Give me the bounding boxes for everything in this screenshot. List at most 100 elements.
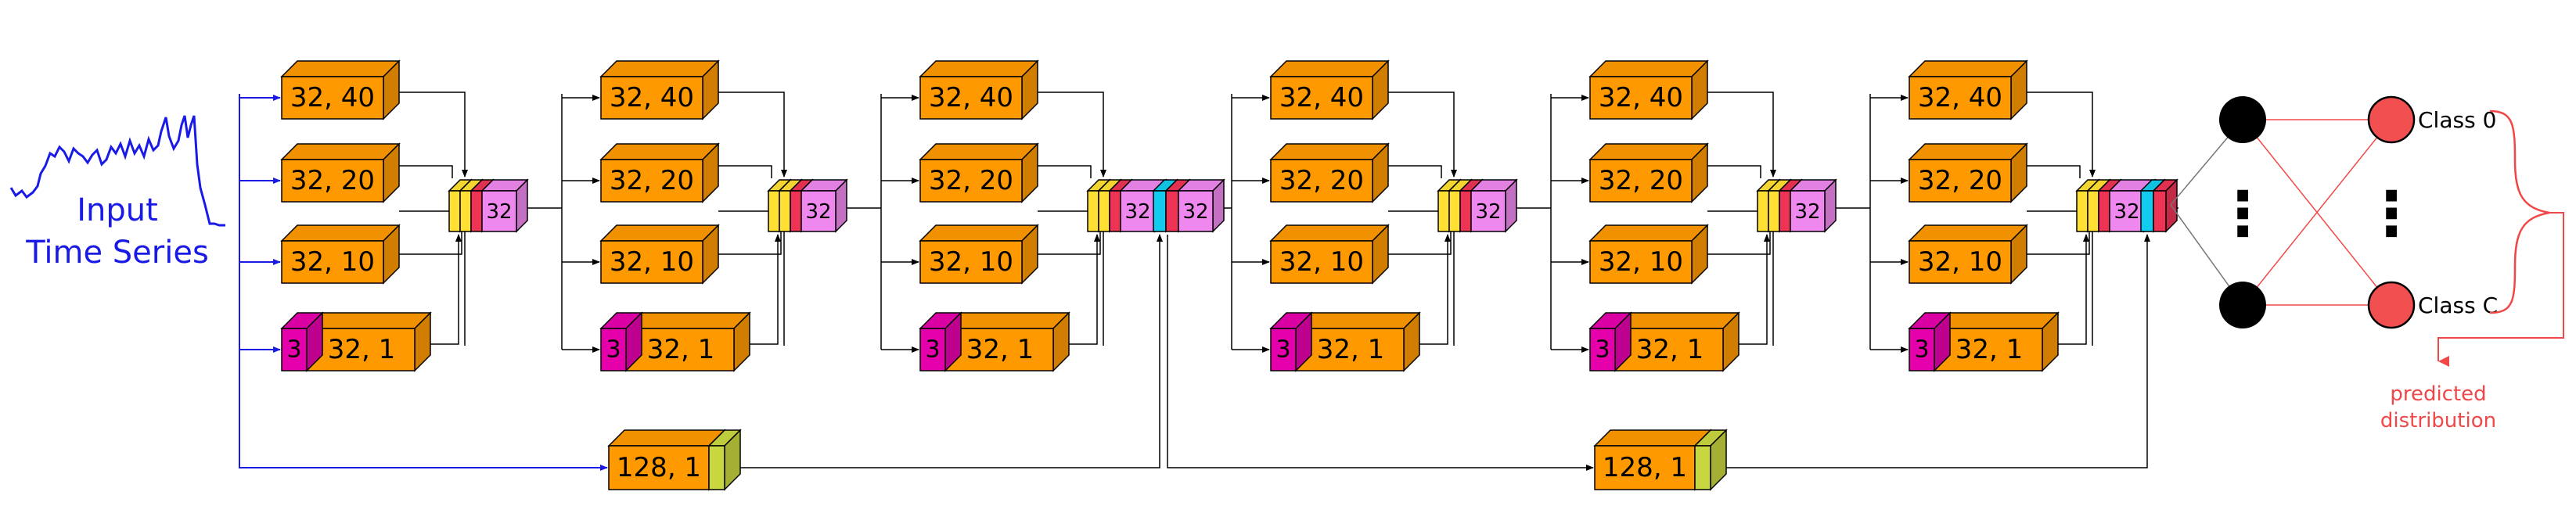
shortcut-bn-block (1693, 429, 1728, 491)
conv-k20-label: 32, 20 (929, 165, 1013, 196)
wire (2027, 231, 2090, 255)
inception-modules: 32, 40 32, 20 32, 10 3 32, 1 32 32, 40 32, 20 32… (280, 59, 2178, 372)
wire (718, 92, 787, 178)
maxpool-conv-block (1933, 311, 2060, 372)
conv-k40-label: 32, 40 (290, 82, 375, 113)
inception-module-2: 32, 40 32, 20 32, 10 3 32, 1 32 (599, 59, 848, 372)
predicted-label-line2: distribution (2380, 409, 2496, 432)
maxpool-tag: 3 (925, 336, 940, 364)
conv-k40-block (919, 59, 1039, 120)
maxpool-conv-label: 32, 1 (647, 334, 715, 365)
residual-add-1-output-block (1177, 178, 1225, 233)
output-classifier: ⋮ ⋮ Class 0 Class C predicted distributi… (2170, 95, 2564, 432)
maxpool-tag: 3 (606, 336, 621, 364)
concat-label: 32 (2114, 200, 2139, 224)
shortcut-label: 128, 1 (617, 452, 701, 483)
wire (399, 231, 462, 255)
wire (1388, 165, 1442, 178)
wire (1707, 231, 1771, 255)
conv-k40-label: 32, 40 (1279, 82, 1364, 113)
maxpool-tag: 3 (1914, 336, 1929, 364)
conv-k10-label: 32, 10 (1599, 246, 1683, 278)
maxpool-conv-block (305, 311, 432, 372)
input-label-line2: Time Series (25, 235, 209, 271)
class-node-top (2367, 95, 2416, 144)
class-node-bottom (2367, 281, 2416, 329)
class-top-label: Class 0 (2418, 107, 2496, 133)
concat-label: 32 (805, 200, 831, 224)
wire (1707, 210, 1766, 231)
wire (718, 165, 772, 178)
maxpool-conv-block (1294, 311, 1421, 372)
maxpool-conv-block (944, 311, 1070, 372)
class-ellipsis: ⋮ (2361, 179, 2422, 249)
maxpool-block (1588, 311, 1632, 372)
wire (1038, 165, 1092, 178)
maxpool-conv-label: 32, 1 (966, 334, 1034, 365)
conv-k20-label: 32, 20 (610, 165, 694, 196)
maxpool-conv-label: 32, 1 (1636, 334, 1704, 365)
class-bottom-label: Class C (2418, 293, 2498, 318)
softmax-brace (2489, 109, 2550, 314)
maxpool-conv-label: 32, 1 (328, 334, 396, 365)
add-red-slice (2152, 178, 2178, 233)
concat-label: 32 (1124, 200, 1150, 224)
conv-k20-block (280, 142, 401, 203)
conv-k20-block (919, 142, 1039, 203)
maxpool-block (1269, 311, 1313, 372)
wire (750, 234, 781, 345)
conv-k40-label: 32, 40 (929, 82, 1013, 113)
conv-k40-block (280, 59, 401, 120)
conv-k10-block (1588, 224, 1709, 285)
maxpool-block (280, 311, 324, 372)
connection-wires (239, 92, 2178, 471)
wire (718, 231, 782, 255)
maxpool-tag: 3 (1595, 336, 1610, 364)
maxpool-block (599, 311, 643, 372)
maxpool-block (1908, 311, 1952, 372)
wire (239, 350, 608, 471)
input-signal-curve (9, 115, 225, 227)
concat-output-block (480, 178, 529, 233)
wire (718, 210, 777, 231)
conv-k20-label: 32, 20 (1918, 165, 2002, 196)
conv-k20-label: 32, 20 (1599, 165, 1683, 196)
conv-k10-label: 32, 10 (290, 246, 375, 278)
conv-k10-block (280, 224, 401, 285)
shortcut-block-1: 128, 1 (607, 429, 742, 491)
wire (1038, 210, 1096, 231)
conv-k10-block (1908, 224, 2028, 285)
wire (1726, 234, 2150, 468)
conv-k40-label: 32, 40 (1599, 82, 1683, 113)
conv-k40-block (1269, 59, 1390, 120)
wire (1069, 234, 1100, 345)
wire (1388, 210, 1447, 231)
maxpool-tag: 3 (1275, 336, 1290, 364)
wire (1388, 92, 1457, 178)
conv-k10-label: 32, 10 (610, 246, 694, 278)
conv-k10-label: 32, 10 (929, 246, 1013, 278)
conv-k40-label: 32, 40 (610, 82, 694, 113)
predicted-label-line1: predicted (2390, 382, 2486, 406)
conv-k10-block (919, 224, 1039, 285)
maxpool-conv-block (624, 311, 751, 372)
wire (430, 234, 462, 345)
conv-k20-label: 32, 20 (1279, 165, 1364, 196)
wire (1167, 235, 1594, 471)
conv-k20-block (599, 142, 720, 203)
concat-output-block (800, 178, 848, 233)
conv-k20-block (1269, 142, 1390, 203)
dense-connections (2170, 119, 2392, 306)
wire (1419, 234, 1451, 345)
conv-k40-label: 32, 40 (1918, 82, 2002, 113)
wire (1739, 234, 1770, 345)
wire (399, 165, 453, 178)
shortcut-bn-block (707, 429, 742, 491)
maxpool-conv-block (1614, 311, 1740, 372)
conv-k10-block (1269, 224, 1390, 285)
conv-k20-block (1588, 142, 1709, 203)
